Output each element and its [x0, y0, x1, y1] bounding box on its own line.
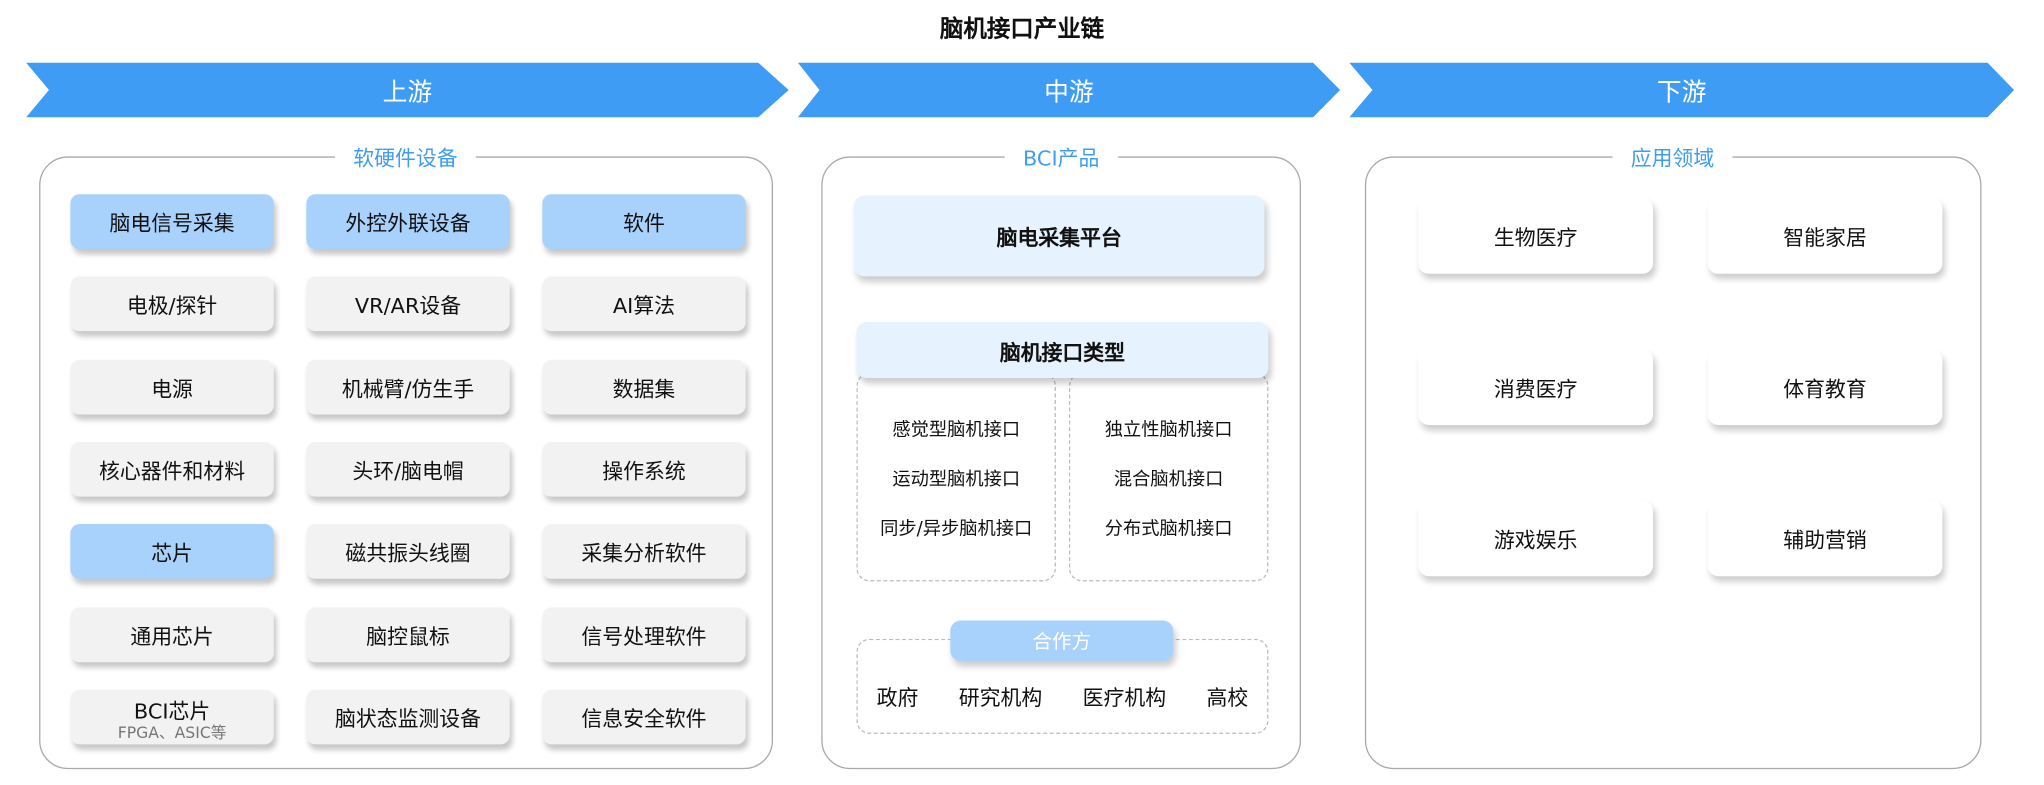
component-label: 信息安全软件 [581, 706, 707, 732]
stage-upstream: 上游 [26, 62, 789, 118]
eeg-platform: 脑电采集平台 [853, 195, 1265, 277]
component-item: 电极/探针 [70, 276, 274, 332]
diagram-title: 脑机接口产业链 [939, 15, 1105, 44]
component-label: 操作系统 [602, 458, 686, 484]
partner-item: 医疗机构 [1082, 685, 1167, 711]
bci-chip-note: FPGA、ASIC等 [117, 723, 227, 742]
component-item: 软件 [542, 194, 746, 249]
component-label: 脑控鼠标 [366, 624, 450, 650]
partner-item: 政府 [876, 685, 919, 711]
component-label: 信号处理软件 [581, 624, 707, 650]
component-label: 采集分析软件 [581, 540, 707, 566]
component-item: 脑电信号采集 [70, 194, 274, 249]
application-card: 消费医疗 [1418, 349, 1653, 425]
type-item: 独立性脑机接口 [1104, 419, 1233, 441]
application-card: 体育教育 [1707, 349, 1943, 425]
type-item: 感觉型脑机接口 [892, 419, 1021, 441]
component-label: 脑状态监测设备 [335, 706, 482, 732]
type-item: 运动型脑机接口 [892, 469, 1021, 491]
stage-downstream: 下游 [1349, 62, 2015, 118]
component-label: 头环/脑电帽 [352, 458, 464, 484]
application-card: 游戏娱乐 [1418, 500, 1653, 577]
component-item: 外控外联设备 [306, 194, 510, 249]
application-card: 生物医疗 [1418, 198, 1653, 274]
component-item: 数据集 [542, 359, 746, 415]
component-item: 操作系统 [542, 441, 746, 497]
type-item: 分布式脑机接口 [1104, 518, 1233, 540]
upstream-label: 软硬件设备 [335, 140, 476, 173]
partners-title: 合作方 [950, 620, 1174, 661]
type-item: 同步/异步脑机接口 [880, 518, 1033, 540]
component-item: 采集分析软件 [542, 524, 746, 579]
component-label: 通用芯片 [130, 624, 214, 650]
component-item: 电源 [70, 359, 274, 415]
component-label: 外控外联设备 [345, 211, 471, 236]
component-item: 机械臂/仿生手 [306, 359, 510, 415]
component-label: 机械臂/仿生手 [341, 376, 475, 402]
component-item: 脑状态监测设备 [306, 689, 510, 745]
application-card: 辅助营销 [1707, 500, 1943, 577]
component-item: 通用芯片 [70, 607, 274, 663]
component-label: AI算法 [612, 293, 676, 319]
types-title: 脑机接口类型 [856, 321, 1269, 379]
component-item: 脑控鼠标 [306, 607, 510, 663]
component-label: 芯片 [151, 540, 193, 566]
component-item: 核心器件和材料 [70, 441, 274, 497]
component-label: 核心器件和材料 [99, 458, 246, 484]
component-label: 数据集 [612, 376, 676, 402]
component-item: 芯片 [70, 524, 274, 579]
type-item: 混合脑机接口 [1113, 469, 1224, 491]
downstream-label: 应用领域 [1612, 140, 1733, 173]
partners-list: 政府 研究机构 医疗机构 高校 [856, 680, 1268, 711]
component-item: 磁共振头线圈 [306, 524, 510, 579]
component-item: 信息安全软件 [542, 689, 746, 745]
component-label: 脑电信号采集 [109, 211, 235, 236]
component-item: 头环/脑电帽 [306, 441, 510, 497]
component-label: VR/AR设备 [354, 293, 462, 319]
component-item: 信号处理软件 [542, 607, 746, 663]
partner-item: 高校 [1206, 685, 1249, 711]
component-label: 软件 [623, 211, 665, 236]
partner-item: 研究机构 [958, 685, 1043, 711]
stage-midstream: 中游 [797, 62, 1341, 118]
application-card: 智能家居 [1707, 198, 1943, 274]
component-label: 电极/探针 [126, 293, 218, 319]
component-label: 电源 [151, 376, 193, 402]
component-item: AI算法 [542, 276, 746, 332]
midstream-label: BCI产品 [1004, 140, 1118, 173]
component-item: VR/AR设备 [306, 276, 510, 332]
component-label: 磁共振头线圈 [345, 540, 471, 566]
component-label: BCI芯片 [133, 698, 211, 724]
